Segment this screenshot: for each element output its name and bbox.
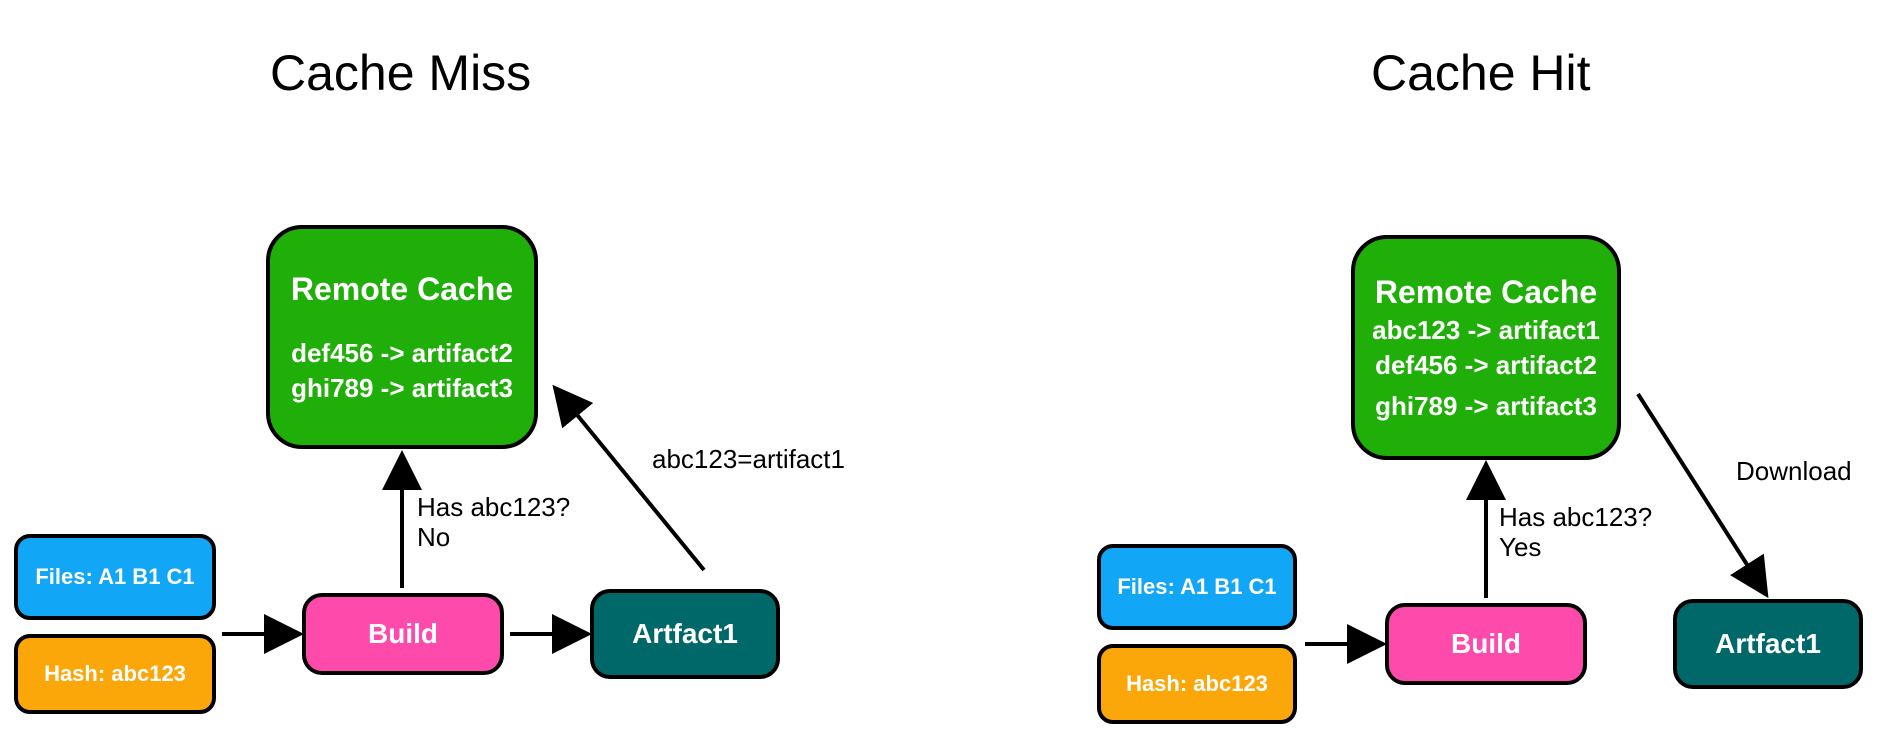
cache-entry: ghi789 -> artifact3 (291, 372, 513, 403)
build-box-miss: Build (302, 593, 504, 675)
cache-entry: ghi789 -> artifact3 (1375, 390, 1597, 421)
cache-hit-title: Cache Hit (1371, 45, 1591, 101)
cache-miss-title: Cache Miss (270, 45, 532, 101)
upload-label: abc123=artifact1 (652, 444, 845, 474)
arrow-artifact-to-cache-miss (552, 384, 706, 572)
build-box-hit: Build (1385, 603, 1587, 685)
remote-cache-title: Remote Cache (290, 270, 514, 307)
artifact-box-hit: Artfact1 (1673, 599, 1863, 689)
query-question: Has abc123? (417, 492, 571, 522)
query-answer: No (417, 522, 451, 552)
remote-cache-box-miss: Remote Cache def456 -> artifact2 ghi789 … (266, 225, 538, 449)
query-label-hit: Has abc123? Yes (1499, 502, 1652, 562)
remote-cache-box-hit: Remote Cache abc123 -> artifact1 def456 … (1351, 235, 1621, 460)
hash-box-miss: Hash: abc123 (14, 634, 216, 714)
remote-cache-title: Remote Cache (1374, 273, 1598, 310)
files-box-hit: Files: A1 B1 C1 (1097, 544, 1297, 630)
download-label: Download (1736, 456, 1852, 486)
query-answer: Yes (1499, 532, 1542, 562)
cache-entry: def456 -> artifact2 (291, 337, 513, 368)
cache-entry: def456 -> artifact2 (1375, 349, 1597, 380)
cache-entry: abc123 -> artifact1 (1372, 314, 1600, 345)
query-question: Has abc123? (1499, 502, 1653, 532)
artifact-box-miss: Artfact1 (590, 589, 780, 679)
query-label-miss: Has abc123? No (417, 492, 570, 552)
hash-box-hit: Hash: abc123 (1097, 644, 1297, 724)
files-box-miss: Files: A1 B1 C1 (14, 534, 216, 620)
arrow-cache-to-artifact-hit (1636, 392, 1769, 599)
